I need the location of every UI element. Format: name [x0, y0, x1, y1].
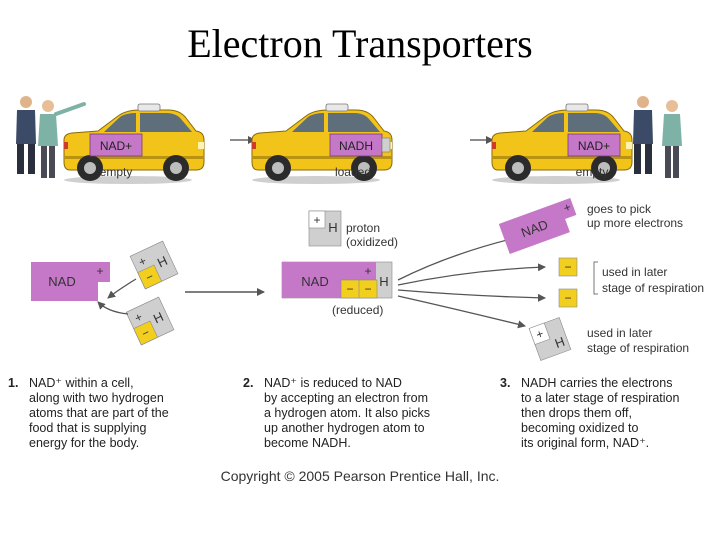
taxi-empty-right: NAD+: [491, 103, 633, 185]
step-line: to a later stage of respiration: [521, 391, 680, 405]
nad-plus-right: NAD +: [498, 197, 577, 255]
taxi-status-loaded: loaded: [335, 165, 371, 179]
svg-text:+: +: [562, 200, 573, 216]
later-proton-label-2: stage of respiration: [587, 341, 689, 355]
taxi-status-empty-right: empty: [576, 165, 609, 179]
step-line: along with two hydrogen: [29, 391, 164, 405]
later-electrons-label-2: stage of respiration: [602, 281, 704, 295]
step-line: up another hydrogen atom to: [264, 421, 425, 435]
electron-bracket: [593, 261, 598, 295]
arrow-to-proton: [397, 295, 526, 329]
taxi-sign: [89, 133, 143, 157]
step-line: atoms that are part of the: [29, 406, 169, 420]
step-number: 1.: [8, 376, 19, 390]
later-proton-label-1: used in later: [587, 326, 652, 340]
step-line: become NADH.: [264, 436, 351, 450]
hydrogen-atom-2: + − H: [125, 296, 175, 346]
step-line: by accepting an electron from: [264, 391, 428, 405]
pick-up-label-1: goes to pick: [587, 202, 652, 216]
people-right: [633, 96, 682, 178]
copyright-notice: Copyright © 2005 Pearson Prentice Hall, …: [220, 468, 500, 484]
svg-text:−: −: [564, 291, 571, 305]
proton-label: proton: [346, 221, 380, 235]
people-left: [16, 96, 86, 178]
nadh-molecule: NAD + H − −: [281, 261, 393, 299]
taxi-sign-label: NAD+: [578, 139, 610, 153]
taxi-loaded-middle: NADH: [251, 103, 393, 185]
taxi-sign-label: NADH: [339, 139, 373, 153]
svg-text:−: −: [564, 260, 571, 274]
step-number: 3.: [500, 376, 511, 390]
step-line: then drops them off,: [521, 406, 632, 420]
step-number: 2.: [243, 376, 254, 390]
taxi-sign-label: NAD+: [100, 139, 132, 153]
step-line: energy for the body.: [29, 436, 140, 450]
svg-text:+: +: [534, 326, 545, 342]
step-line: becoming oxidized to: [521, 421, 639, 435]
nad-plus-left: NAD +: [31, 262, 110, 301]
reduced-label: (reduced): [332, 303, 383, 317]
arrow-to-nad-plus: [397, 235, 516, 281]
step-line: NAD⁺ within a cell,: [29, 376, 134, 390]
step-line: NADH carries the electrons: [521, 376, 673, 390]
svg-text:H: H: [379, 274, 388, 289]
charge-plus: +: [96, 264, 103, 278]
step-line: a hydrogen atom. It also picks: [264, 406, 431, 420]
svg-text:−: −: [364, 282, 371, 296]
pick-up-label-2: up more electrons: [587, 216, 683, 230]
svg-text:H: H: [328, 220, 337, 235]
arrow-to-electron-1: [397, 263, 546, 286]
arrow-h2-to-nad: [97, 301, 129, 315]
step-line: NAD⁺ is reduced to NAD: [264, 376, 402, 390]
slide-title: Electron Transporters: [187, 21, 533, 66]
step-line: its original form, NAD⁺.: [521, 436, 650, 450]
taxi-empty-left: NAD+: [63, 103, 205, 185]
proton-token: + H: [308, 210, 342, 247]
taxi-status-empty-left: empty: [100, 165, 133, 179]
proton-released: + H: [528, 317, 572, 361]
svg-text:+: +: [364, 264, 371, 278]
nad-label: NAD: [301, 274, 328, 289]
arrow-to-electron-2: [397, 289, 546, 302]
svg-text:−: −: [346, 282, 353, 296]
svg-text:+: +: [313, 213, 320, 227]
nad-label: NAD: [48, 274, 75, 289]
step-line: food that is supplying: [29, 421, 147, 435]
oxidized-label: (oxidized): [346, 235, 398, 249]
electron-2: −: [558, 288, 578, 308]
electron-1: −: [558, 257, 578, 277]
later-electrons-label-1: used in later: [602, 265, 667, 279]
hydrogen-atom-1: + − H: [129, 240, 179, 290]
arrow-h1-to-nad: [107, 278, 137, 299]
taxi-sign: [567, 133, 621, 157]
